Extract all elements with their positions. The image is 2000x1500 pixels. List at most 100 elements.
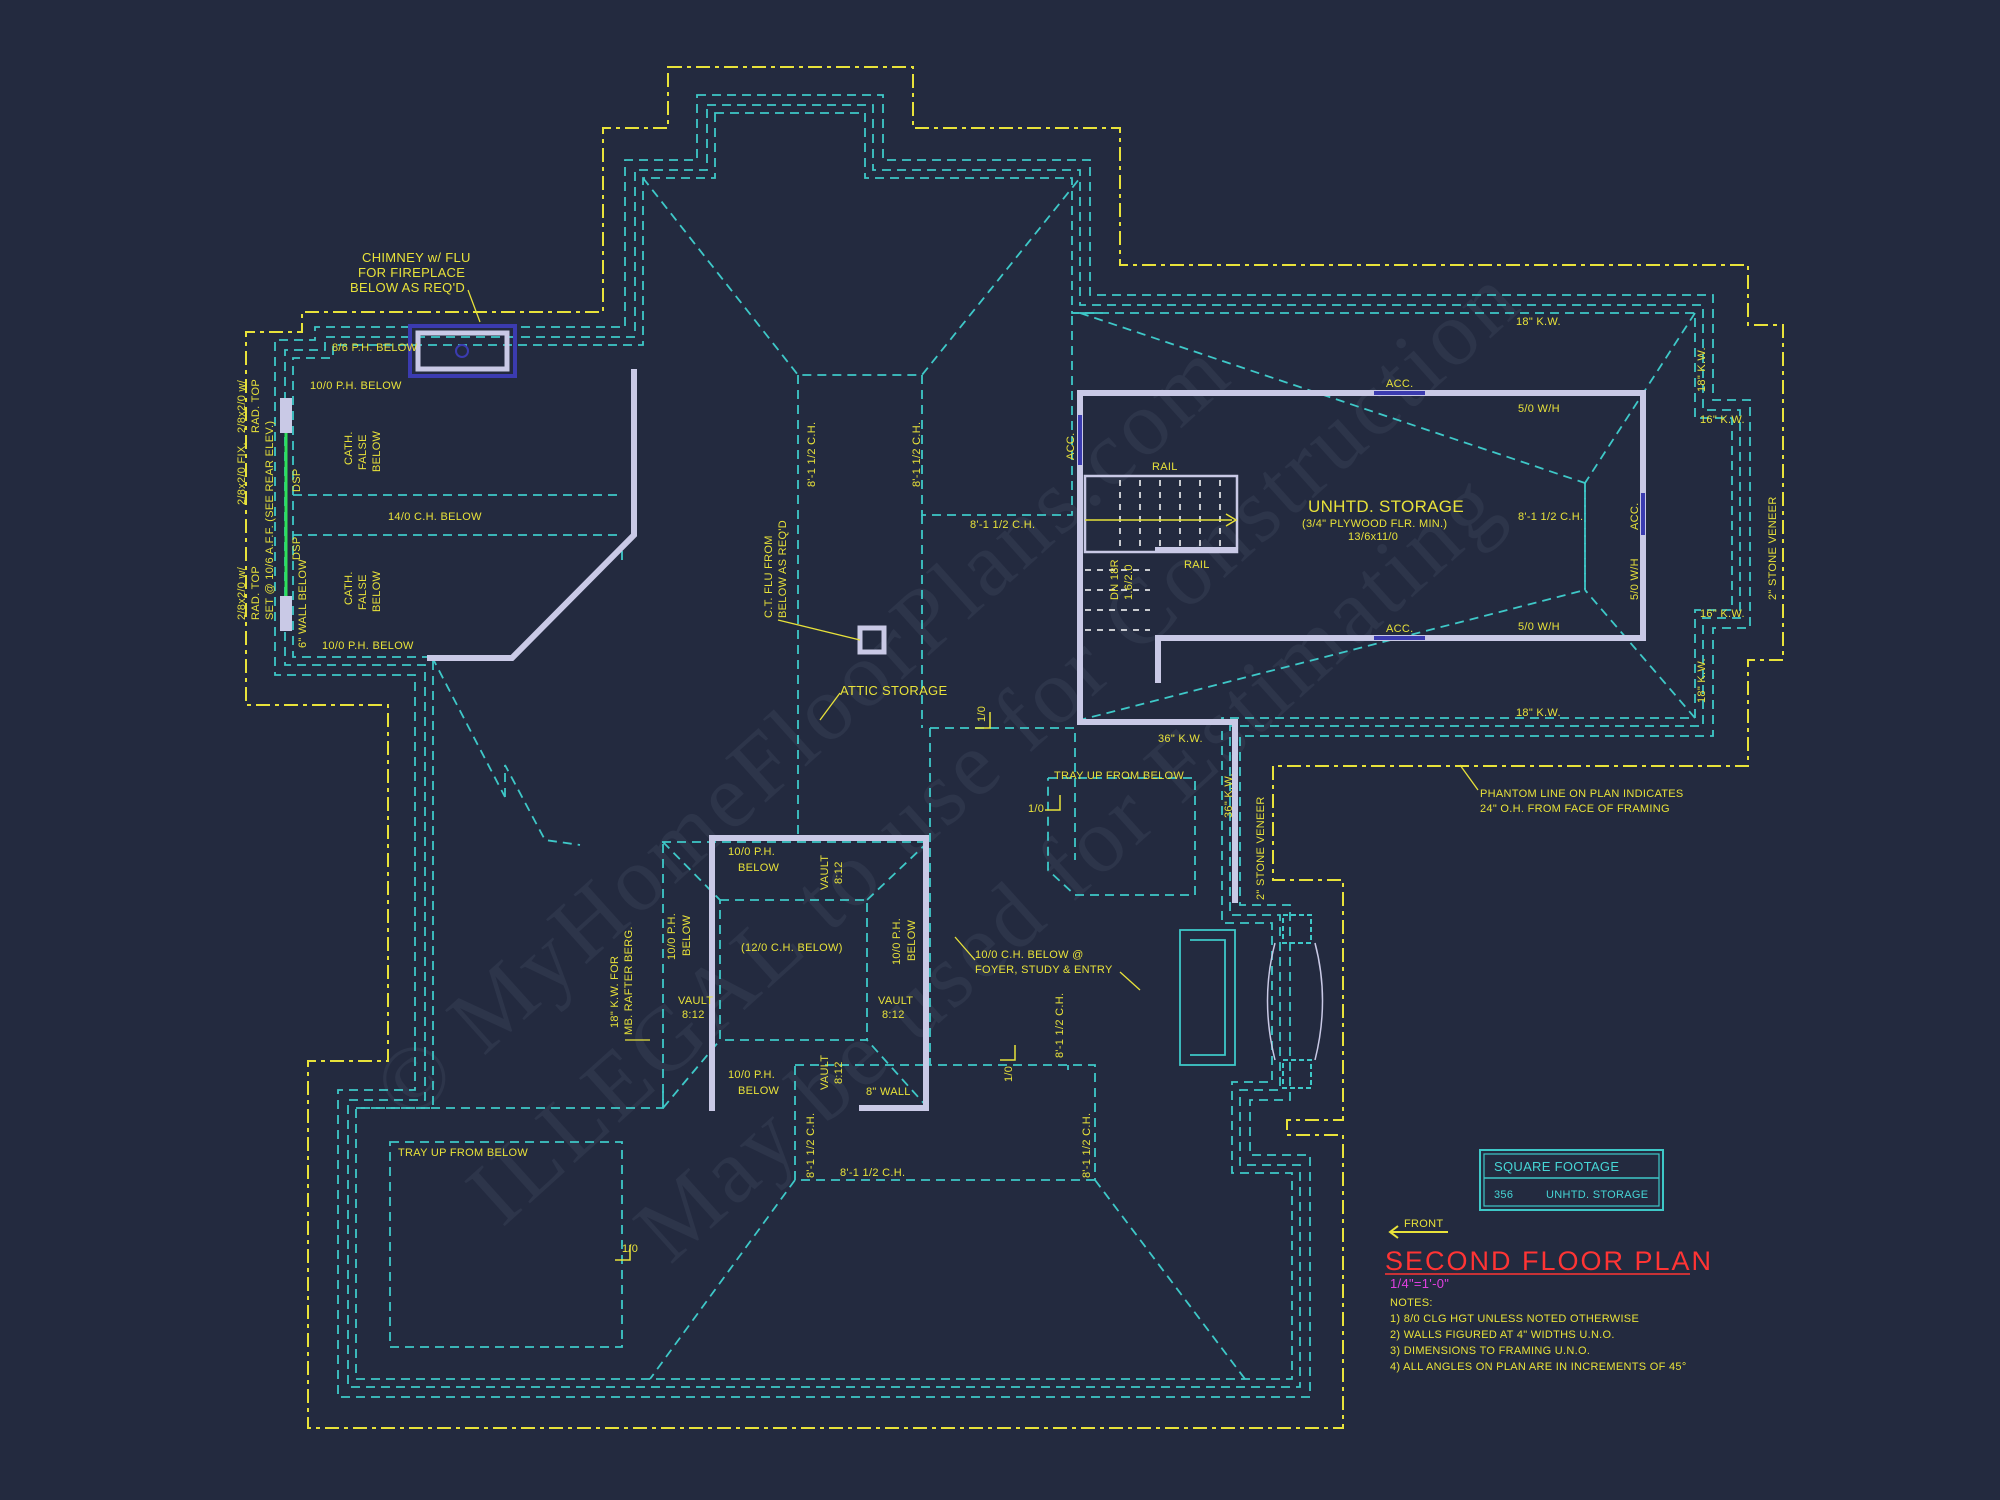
storage-ch-8112: 8'-1 1/2 C.H.: [1518, 511, 1583, 523]
kw-16-right-2: 16" K.W.: [1700, 608, 1745, 620]
ch-8112-f: 8'-1 1/2 C.H.: [1081, 1113, 1093, 1178]
wall-8-note: 8" WALL: [866, 1086, 911, 1098]
storage-size: 13/6x11/0: [1348, 531, 1398, 543]
leader-lines: [467, 289, 1479, 1041]
wh-50-right: 5/0 W/H: [1629, 558, 1641, 600]
tray-up-right: TRAY UP FROM BELOW: [1054, 770, 1184, 782]
kw-18-right-2: 18" K.W.: [1696, 658, 1708, 703]
window-note-6: RAD. TOP: [250, 379, 262, 433]
acc-left: ACC.: [1065, 433, 1077, 460]
chimney-note-2: FOR FIREPLACE: [358, 265, 465, 280]
fascia-innermost: [292, 112, 1733, 1380]
note-1: 1) 8/0 CLG HGT UNLESS NOTED OTHERWISE: [1390, 1313, 1639, 1325]
window-note-4: 2/8x2/0 FIX.: [236, 442, 248, 505]
pitch-10-a: 1/0: [976, 706, 988, 722]
watermark-line-1: © MyHomeFloorPlans.com: [354, 318, 1250, 1139]
title-block: FRONT SECOND FLOOR PLAN 1/4"=1'-0" NOTES…: [1385, 1218, 1713, 1373]
acc-top: ACC.: [1386, 378, 1413, 390]
window-note-1: 2/8x2/0 w/: [236, 566, 248, 620]
kw-18-right-1: 18" K.W.: [1696, 347, 1708, 392]
acc-bottom: ACC.: [1386, 623, 1413, 635]
ct-flu-note-1: C.T. FLU FROM: [763, 535, 775, 618]
front-arrow-icon: [1388, 1225, 1399, 1239]
notes-heading: NOTES:: [1390, 1297, 1433, 1309]
front-label: FRONT: [1404, 1218, 1443, 1230]
chimney: [408, 324, 517, 378]
pitch-symbols: [615, 712, 1061, 1261]
square-footage-title: SQUARE FOOTAGE: [1494, 1159, 1619, 1174]
ch-8112-g: 8'-1 1/2 C.H.: [840, 1167, 905, 1179]
kw-36-b: 36" K.W.: [1223, 773, 1235, 818]
kw-18-bottom: 18" K.W.: [1516, 707, 1561, 719]
ph-100-c1b: BELOW: [738, 862, 780, 874]
vault-3-b: 8:12: [682, 1009, 705, 1021]
window-jamb-top: [280, 398, 292, 433]
plywood-note: (3/4" PLYWOOD FLR. MIN.): [1302, 518, 1447, 530]
foyer-note-1: 10/0 C.H. BELOW @: [975, 949, 1084, 961]
note-2: 2) WALLS FIGURED AT 4" WIDTHS U.N.O.: [1390, 1329, 1615, 1341]
window-note-2: RAD. TOP: [250, 566, 262, 620]
ch-8112-d: 8'-1 1/2 C.H.: [1054, 993, 1066, 1058]
label-100-ph-below-top: 10/0 P.H. BELOW: [310, 380, 402, 392]
roof-hip-lines: [293, 177, 1696, 1380]
kw-16-right-1: 16" K.W.: [1700, 414, 1745, 426]
chimney-note-3: BELOW AS REQ'D: [350, 280, 465, 295]
chimney-note-1: CHIMNEY w/ FLU: [362, 250, 471, 265]
plan-scale: 1/4"=1'-0": [1390, 1276, 1449, 1291]
attic-storage-label: ATTIC STORAGE: [840, 683, 947, 698]
wall-below-note: 6" WALL BELOW: [297, 559, 309, 648]
cath-2-c: BELOW: [371, 570, 383, 612]
stone-veneer-right: 2" STONE VENEER: [1767, 496, 1779, 600]
cath-1-c: BELOW: [371, 430, 383, 472]
ph-100-c3a: 10/0 P.H.: [666, 913, 678, 960]
vault-1-b: 8:12: [833, 861, 845, 884]
note-3: 3) DIMENSIONS TO FRAMING U.N.O.: [1390, 1345, 1590, 1357]
foyer-note-2: FOYER, STUDY & ENTRY: [975, 964, 1113, 976]
label-100-ph-below-bot: 10/0 P.H. BELOW: [322, 640, 414, 652]
annotations: CHIMNEY w/ FLU FOR FIREPLACE BELOW AS RE…: [236, 250, 1779, 1255]
ch-8112-c: 8'-1 1/2 C.H.: [970, 519, 1035, 531]
phantom-note-2: 24" O.H. FROM FACE OF FRAMING: [1480, 803, 1670, 815]
kw-18-top: 18" K.W.: [1516, 316, 1561, 328]
watermark: © MyHomeFloorPlans.com ILLEGAL to use fo…: [354, 246, 1540, 1281]
bay-window: [1179, 914, 1324, 1089]
stair-dn: DN 18R: [1109, 559, 1121, 600]
acc-right: ACC.: [1629, 503, 1641, 530]
walls: [280, 369, 1646, 1111]
vault-4-a: VAULT: [878, 995, 913, 1007]
square-footage-label: UNHTD. STORAGE: [1546, 1189, 1648, 1201]
square-footage-table: SQUARE FOOTAGE 356 UNHTD. STORAGE: [1479, 1149, 1664, 1211]
ph-100-c4a: 10/0 P.H.: [891, 918, 903, 965]
rail-top: RAIL: [1152, 461, 1178, 473]
vault-1-a: VAULT: [819, 855, 831, 890]
ph-100-c3b: BELOW: [681, 914, 693, 956]
pitch-10-d: 1/0: [622, 1243, 638, 1255]
overhang-outline: [245, 66, 1784, 1429]
ct-flu-note-2: BELOW AS REQ'D: [777, 520, 789, 618]
fascia-outer: [274, 94, 1751, 1398]
window-note-5: 2/8x2/0 w/: [236, 379, 248, 433]
ph-100-c4b: BELOW: [906, 919, 918, 961]
rail-bottom: RAIL: [1184, 559, 1210, 571]
cath-1-b: FALSE: [357, 434, 369, 470]
kw-18-mb-1: 18" K.W. FOR: [609, 956, 621, 1028]
vault-3-a: VAULT: [678, 995, 713, 1007]
plan-title: SECOND FLOOR PLAN: [1385, 1246, 1713, 1276]
ch-120-below: (12/0 C.H. BELOW): [741, 942, 843, 954]
cath-2-b: FALSE: [357, 574, 369, 610]
ph-100-c2b: BELOW: [738, 1085, 780, 1097]
label-86-ph-below: 8/6 P.H. BELOW: [332, 342, 418, 354]
ch-8112-e: 8'-1 1/2 C.H.: [805, 1113, 817, 1178]
kw-18-mb-2: MB. RAFTER BERG.: [623, 926, 635, 1035]
stair-riser: 1.6/2.0: [1123, 564, 1135, 600]
stone-veneer-center: 2" STONE VENEER: [1255, 796, 1267, 900]
kw-36-a: 36" K.W.: [1158, 733, 1203, 745]
unhtd-storage-title: UNHTD. STORAGE: [1308, 497, 1464, 516]
fascia-inner: [284, 104, 1741, 1388]
wh-50-top: 5/0 W/H: [1518, 403, 1560, 415]
dsp-2: DSP: [291, 536, 303, 560]
square-footage-value: 356: [1494, 1189, 1513, 1201]
pitch-10-b: 1/0: [1028, 803, 1044, 815]
wh-50-bottom: 5/0 W/H: [1518, 621, 1560, 633]
stairs: [1083, 474, 1239, 631]
